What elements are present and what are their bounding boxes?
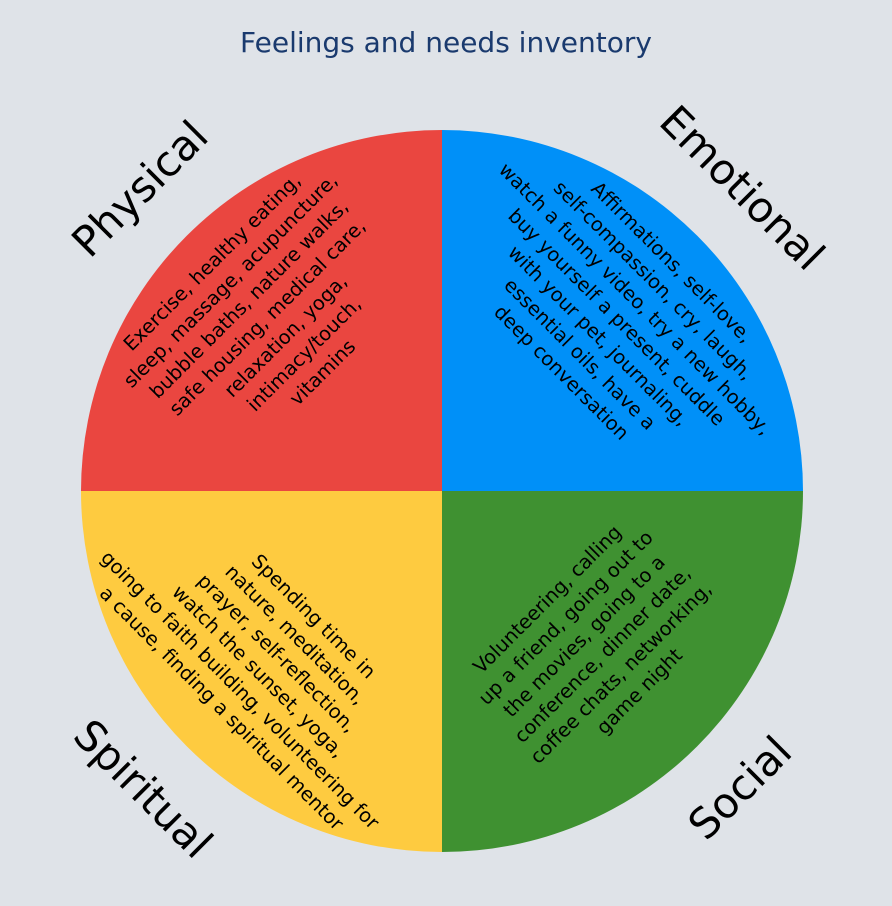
quadrant-emotional-wedge [442, 130, 803, 491]
quadrant-spiritual-wedge [81, 491, 442, 852]
quadrant-social-wedge [442, 491, 803, 852]
diagram-title: Feelings and needs inventory [240, 26, 652, 59]
quadrant-physical-wedge [81, 130, 442, 491]
